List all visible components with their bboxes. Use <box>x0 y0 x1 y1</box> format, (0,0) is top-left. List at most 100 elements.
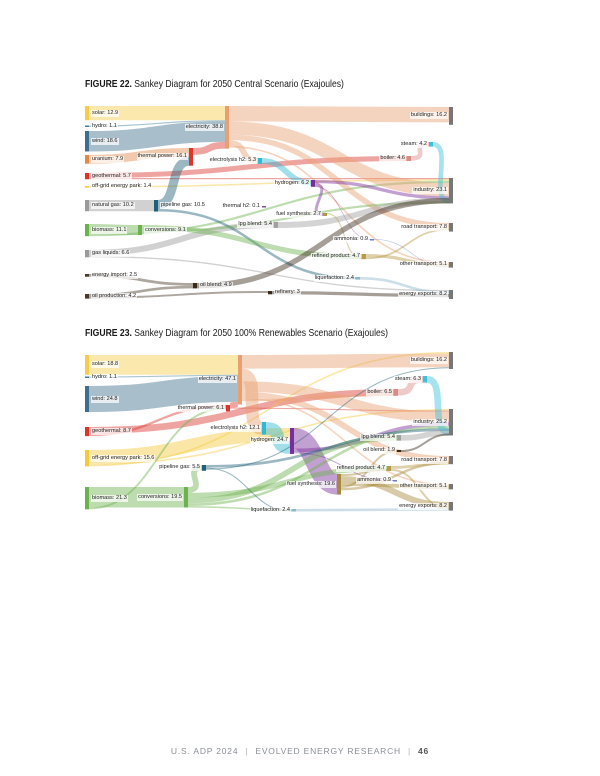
node-label-fuelsyn: fuel synthesis: 19.6 <box>286 480 336 488</box>
node-label-oilblend: oil blend: 4.9 <box>199 282 233 290</box>
node-bar-fuelsyn <box>337 474 341 495</box>
page-footer: U.S. ADP 2024|EVOLVED ENERGY RESEARCH|46 <box>170 746 430 756</box>
node-label-other: other transport: 5.1 <box>398 483 448 491</box>
node-name: energy import <box>92 271 127 278</box>
node-label-steam: steam: 6.3 <box>393 375 422 383</box>
node-label-fuelsyn: fuel synthesis: 2.7 <box>275 210 322 218</box>
flow-thermal-to-electricity <box>192 141 226 155</box>
node-value: 12.1 <box>249 424 260 431</box>
node-value: 18.8 <box>107 361 119 368</box>
figure-22-title: FIGURE 22. Sankey Diagram for 2050 Centr… <box>85 78 344 90</box>
node-value: 25.2 <box>436 418 447 425</box>
node-name: boiler <box>367 388 382 395</box>
node-label-biomass: biomass: 11.1 <box>91 226 128 234</box>
node-bar-gasliq <box>85 250 89 258</box>
node-label-oilblend: oil blend: 1.9 <box>362 447 396 455</box>
node-bar-electrolysis <box>258 158 262 164</box>
node-label-pipeline: pipeline gas: 5.5 <box>158 464 201 472</box>
node-bar-steam <box>429 142 433 147</box>
node-name: energy exports <box>399 291 437 297</box>
node-bar-buildings <box>449 107 453 125</box>
flow-electricity-to-industry <box>241 381 450 423</box>
node-name: other transport <box>399 483 437 490</box>
node-name: thermal power <box>137 153 173 160</box>
node-name: thermal power <box>177 404 214 411</box>
node-name: off-grid energy park <box>92 454 141 461</box>
node-label-thermalh2: thermal h2: 0.1 <box>221 203 261 211</box>
node-name: geothermal <box>92 428 120 435</box>
node-value: 1.1 <box>109 122 117 129</box>
node-name: boiler <box>380 155 395 162</box>
flow-geothermal-to-boiler <box>88 389 395 434</box>
flow-biomass-to-thermal <box>88 407 227 510</box>
flow-thermal-to-electricity <box>229 401 239 408</box>
node-value: 5.5 <box>192 464 200 471</box>
node-bar-solar <box>85 355 89 375</box>
node-value: 21.3 <box>115 494 127 501</box>
node-value: 7.8 <box>439 223 447 230</box>
node-label-boiler: boiler: 4.6 <box>379 155 406 163</box>
node-label-road: road transport: 7.8 <box>400 456 448 464</box>
node-bar-conversions <box>138 225 142 236</box>
node-name: hydrogen <box>274 179 299 186</box>
node-bar-oilblend <box>193 283 197 289</box>
node-bar-refined <box>387 466 391 471</box>
node-bar-natgas <box>85 200 89 212</box>
node-bar-industry <box>449 178 453 204</box>
node-label-thermal: thermal power: 16.1 <box>136 153 188 161</box>
node-value: 5.1 <box>439 261 447 268</box>
node-value: 3 <box>296 289 300 296</box>
node-bar-import <box>85 274 89 277</box>
node-bar-road <box>449 223 453 232</box>
node-bar-steam <box>423 376 427 383</box>
node-name: industry <box>413 187 433 194</box>
node-label-oilprod: oil production: 4.2 <box>91 292 138 300</box>
node-label-wind: wind: 24.8 <box>91 395 119 403</box>
sankey-figure-22 <box>85 105 453 300</box>
node-name: gas liquids <box>92 250 119 257</box>
node-value: 5.3 <box>248 157 256 164</box>
node-value: 24.7 <box>277 437 288 444</box>
node-value: 2.5 <box>129 271 138 278</box>
node-bar-hydrogen <box>290 428 294 454</box>
node-value: 47.1 <box>225 376 236 383</box>
node-value: 19.5 <box>171 493 182 500</box>
flow-fuelsyn-to-road <box>340 461 450 491</box>
flow-refined-to-road <box>365 228 450 260</box>
node-value: 7.8 <box>439 456 447 463</box>
node-bar-solar <box>85 106 89 121</box>
node-value: 2.4 <box>346 274 354 281</box>
node-label-hydrogen: hydrogen: 24.7 <box>249 437 289 445</box>
node-bar-boiler <box>394 389 398 396</box>
node-value: 10.2 <box>122 202 134 209</box>
node-name: refinery <box>275 289 294 296</box>
node-name: wind <box>92 395 104 402</box>
node-value: 5.1 <box>439 483 447 490</box>
node-bar-pipeline <box>202 465 206 471</box>
node-label-refinery: refinery: 3 <box>274 289 301 297</box>
node-bar-biomass <box>85 224 89 237</box>
node-name: wind <box>92 137 104 144</box>
node-name: solar <box>92 361 105 368</box>
node-value: 8.7 <box>123 428 131 435</box>
node-name: ammonia <box>334 236 358 243</box>
node-name: hydrogen <box>250 437 274 444</box>
node-value: 8.2 <box>439 291 447 297</box>
node-name: biomass <box>92 226 113 233</box>
node-bar-refined <box>362 254 366 260</box>
node-value: 15.6 <box>143 454 155 461</box>
node-label-hydro: hydro: 1.1 <box>91 373 118 381</box>
node-label-liquef: liquefaction: 2.4 <box>249 506 291 514</box>
node-bar-exports <box>449 290 453 300</box>
node-bar-road <box>449 456 453 465</box>
flow-hydrogen-to-industry <box>314 180 450 200</box>
node-name: industry <box>413 418 433 425</box>
figure-caption: Sankey Diagram for 2050 Central Scenario… <box>134 78 344 90</box>
node-name: biomass <box>92 494 113 501</box>
node-name: fuel synthesis <box>276 210 311 217</box>
flow-steam-to-industry <box>432 142 450 204</box>
figure-number: FIGURE 22. <box>85 78 132 90</box>
flow-electricity-to-other <box>228 145 450 264</box>
flow-pipeline-to-industry <box>205 428 450 468</box>
flow-oilblend-to-industry <box>196 198 450 289</box>
